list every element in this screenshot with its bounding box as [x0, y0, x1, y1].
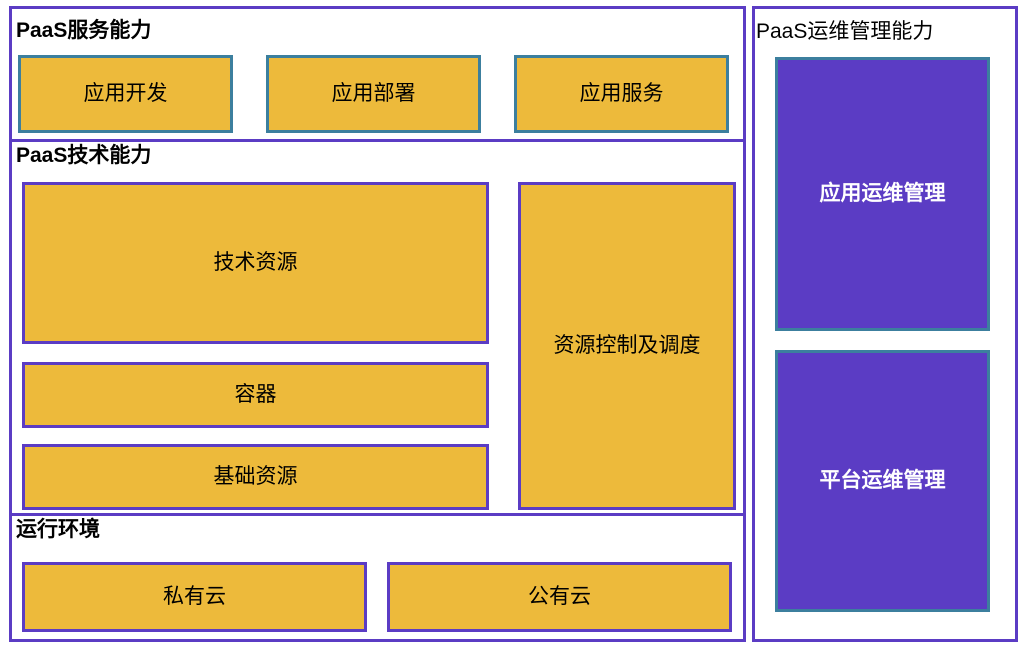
block-application-operations-management[interactable]: 应用运维管理 — [775, 57, 990, 331]
block-public-cloud[interactable]: 公有云 — [387, 562, 732, 632]
block-platform-operations-management[interactable]: 平台运维管理 — [775, 350, 990, 612]
block-resource-control-and-scheduling[interactable]: 资源控制及调度 — [518, 182, 736, 510]
block-application-service[interactable]: 应用服务 — [514, 55, 729, 133]
section-title-paas-operations: PaaS运维管理能力 — [756, 20, 934, 43]
block-application-deployment[interactable]: 应用部署 — [266, 55, 481, 133]
section-title-paas-service: PaaS服务能力 — [16, 19, 152, 42]
block-basic-resource[interactable]: 基础资源 — [22, 444, 489, 510]
section-divider-tech-runtime — [12, 513, 743, 516]
block-technical-resource[interactable]: 技术资源 — [22, 182, 489, 344]
section-title-paas-technology: PaaS技术能力 — [16, 144, 152, 167]
block-private-cloud[interactable]: 私有云 — [22, 562, 367, 632]
section-title-runtime-environment: 运行环境 — [16, 518, 100, 541]
block-application-development[interactable]: 应用开发 — [18, 55, 233, 133]
section-divider-service-tech — [12, 139, 743, 142]
block-container[interactable]: 容器 — [22, 362, 489, 428]
